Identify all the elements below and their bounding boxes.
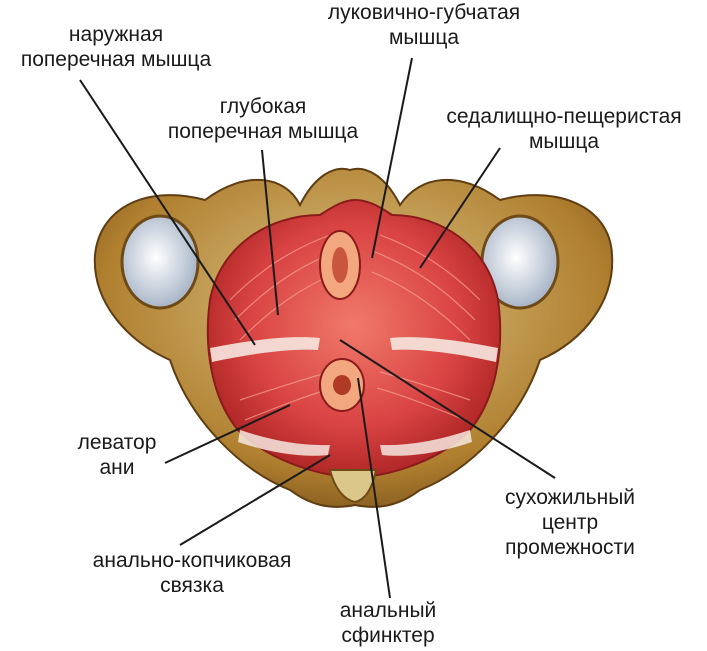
- label-tendinous-center-line1: сухожильный: [504, 486, 636, 509]
- leader-anococcygeal: [179, 454, 331, 546]
- right-lower-band: [380, 430, 472, 456]
- leader-anal-sphincter: [357, 377, 391, 599]
- label-deep-transverse-line1: глубокая: [219, 95, 307, 118]
- label-tendinous-center-line2: центр: [541, 511, 599, 534]
- label-levator-ani-line1: леватор: [77, 431, 157, 454]
- label-bulbospongiosus-line1: луковично-губчатая: [327, 1, 521, 24]
- label-bulbospongiosus-line2: мышца: [388, 26, 460, 49]
- leader-lines: [79, 57, 556, 599]
- leader-levator-ani: [164, 404, 291, 464]
- leader-ischiocavernosus: [419, 147, 501, 269]
- right-transverse-band: [390, 337, 498, 362]
- label-tendinous-center-line3: промежности: [505, 536, 635, 559]
- label-ischiocavernosus-line1: седалищно-пещеристая: [446, 105, 682, 128]
- label-ischiocavernosus-line2: мышца: [528, 130, 600, 153]
- label-levator-ani-line2: ани: [99, 456, 135, 479]
- urogenital-center: [332, 247, 348, 283]
- anal-center: [333, 375, 351, 395]
- label-anal-sphincter-line1: анальный: [339, 599, 437, 622]
- leader-tendinous-center: [339, 339, 556, 479]
- label-anococcygeal: анально-копчиковая связка: [62, 548, 322, 598]
- label-anal-sphincter-line2: сфинктер: [341, 624, 435, 647]
- leader-external-transverse: [79, 79, 256, 346]
- left-lower-band: [238, 430, 330, 456]
- label-anococcygeal-line2: связка: [160, 574, 224, 597]
- label-deep-transverse-line2: поперечная мышца: [167, 120, 359, 143]
- left-transverse-band: [210, 337, 320, 362]
- leader-deep-transverse: [261, 149, 279, 316]
- label-external-transverse: наружная поперечная мышца: [0, 22, 232, 72]
- label-anococcygeal-line1: анально-копчиковая: [92, 549, 292, 572]
- label-ischiocavernosus: седалищно-пещеристая мышца: [421, 104, 707, 154]
- label-tendinous-center: сухожильный центр промежности: [480, 485, 660, 560]
- label-deep-transverse: глубокая поперечная мышца: [148, 94, 378, 144]
- label-external-transverse-line2: поперечная мышца: [20, 48, 212, 71]
- label-anal-sphincter: анальный сфинктер: [318, 598, 458, 648]
- label-bulbospongiosus: луковично-губчатая мышца: [300, 0, 548, 50]
- leader-bulbospongiosus: [371, 57, 413, 259]
- left-hip-socket: [120, 214, 200, 310]
- label-levator-ani: леватор ани: [62, 430, 172, 480]
- label-external-transverse-line1: наружная: [68, 23, 164, 46]
